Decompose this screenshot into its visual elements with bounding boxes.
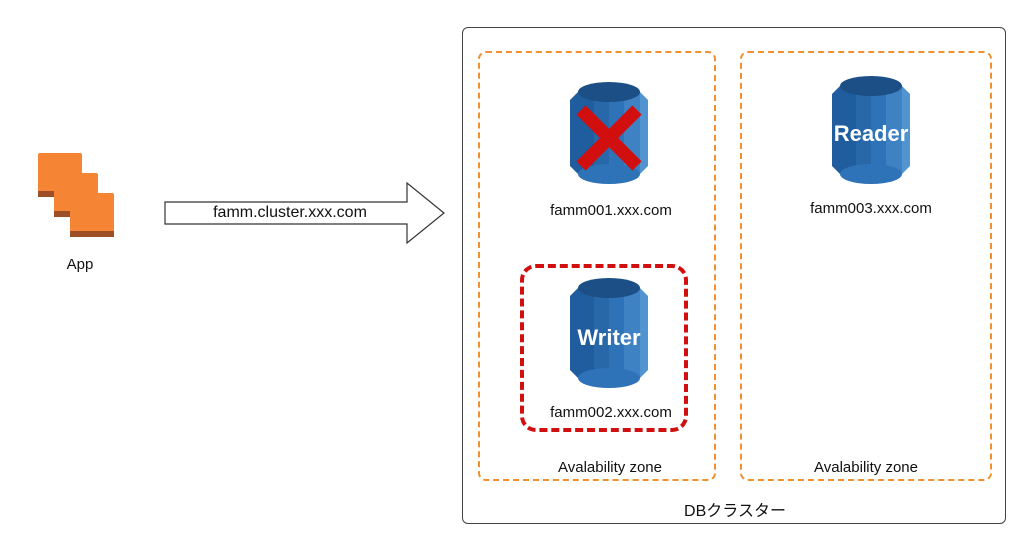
instance-1-hostname: famm001.xxx.com [550, 202, 672, 219]
availability-zone-1 [478, 51, 716, 481]
writer-highlight-box [520, 264, 688, 432]
endpoint-label: famm.cluster.xxx.com [213, 204, 367, 221]
failure-x-icon [576, 105, 642, 171]
writer-badge: Writer [577, 325, 641, 350]
app-label: App [66, 256, 94, 273]
availability-zone-1-label: Avalability zone [558, 459, 662, 476]
app-icon [38, 153, 114, 237]
instance-2-hostname: famm002.xxx.com [550, 404, 672, 421]
instance-3-hostname: famm003.xxx.com [810, 200, 932, 217]
availability-zone-2 [740, 51, 992, 481]
db-cluster [462, 27, 1006, 524]
db-instance-icon-reader [832, 76, 910, 184]
db-instance-icon-writer [570, 278, 648, 388]
endpoint-arrow [164, 181, 445, 245]
reader-badge: Reader [833, 121, 909, 146]
availability-zone-2-label: Avalability zone [814, 459, 918, 476]
db-cluster-label: DBクラスター [684, 503, 786, 520]
db-instance-icon-failed [570, 82, 648, 184]
